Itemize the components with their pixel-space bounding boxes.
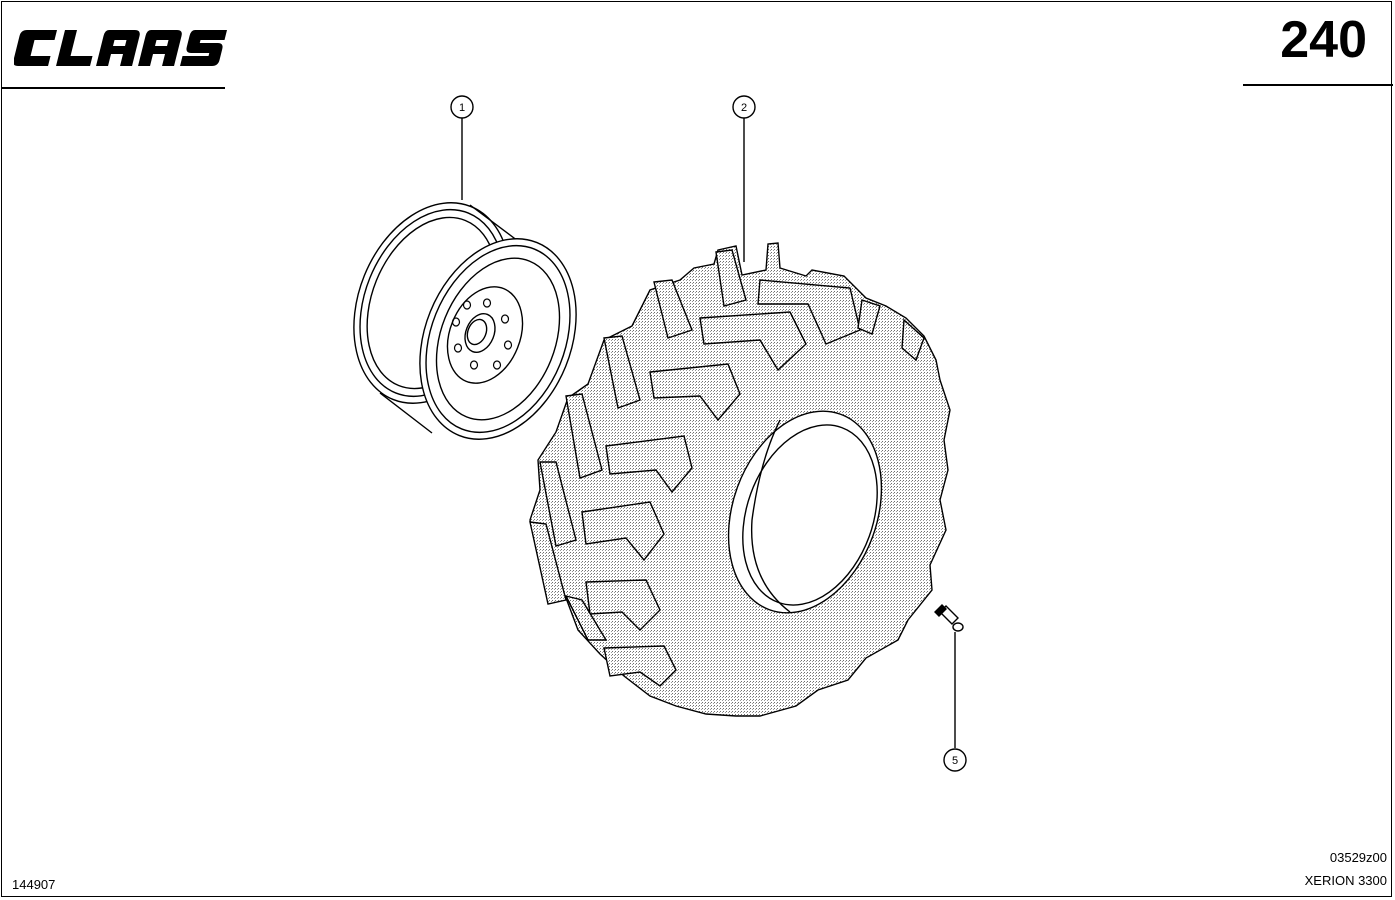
callout-2: 2: [732, 95, 756, 119]
page-number-underline: [1243, 84, 1393, 86]
logo-underline: [2, 87, 225, 89]
claas-logo: [14, 30, 228, 66]
document-id: 144907: [12, 877, 56, 892]
page-number: 240: [1280, 11, 1367, 69]
svg-text:5: 5: [952, 755, 958, 767]
model-name: XERION 3300: [1304, 873, 1387, 888]
svg-text:2: 2: [741, 102, 747, 114]
callout-1: 1: [450, 95, 474, 119]
leader-lines: [461, 118, 956, 748]
tractor-tire-icon: [529, 242, 951, 717]
drawing-code: 03529z00: [1329, 850, 1387, 865]
svg-text:1: 1: [459, 102, 465, 114]
wheel-rim-icon: [353, 202, 577, 440]
tire-valve-icon: [934, 604, 964, 632]
callout-5: 5: [943, 748, 967, 772]
